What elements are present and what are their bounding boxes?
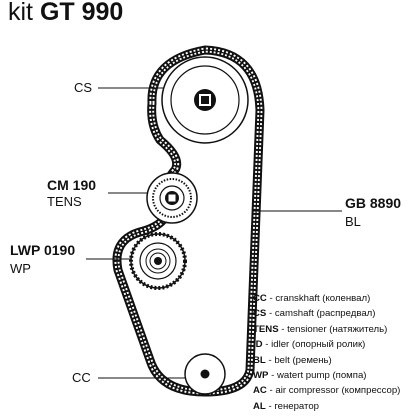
label-gb-sub: BL	[345, 214, 361, 229]
crankshaft-pulley	[184, 353, 226, 395]
legend-row: CS - camshaft (распредвал)	[253, 306, 400, 321]
camshaft-pulley	[161, 56, 249, 144]
label-lwp-sub: WP	[10, 261, 31, 276]
legend-key: WP	[253, 370, 269, 382]
legend-row: BL - belt (ремень)	[253, 353, 400, 368]
label-cm-code: CM 190	[47, 177, 97, 193]
legend-text: - idler (опорный ролик)	[262, 339, 366, 351]
legend-text: - camshaft (распредвал)	[266, 308, 376, 320]
legend-row: AL - генератор	[253, 399, 400, 414]
legend-row: CC - cranskhaft (коленвал)	[253, 291, 400, 306]
label-lwp-code: LWP 0190	[10, 242, 76, 258]
legend-text: - cranskhaft (коленвал)	[266, 293, 371, 304]
legend-key: CC	[253, 293, 267, 304]
leader-lines	[86, 87, 342, 379]
kit-model: GT 990	[39, 0, 124, 26]
legend-text: - watert pump (помпа)	[268, 370, 367, 382]
legend-row: ID - idler (опорный ролик)	[253, 337, 400, 352]
legend-key: BL	[253, 354, 266, 366]
kit-prefix: kit	[8, 0, 33, 26]
label-gb-code: GB 8890	[345, 195, 402, 211]
timing-belt	[112, 45, 265, 397]
legend-row: AC - air compressor (компрессор)	[253, 383, 400, 398]
legend-text: - air compressor (компрессор)	[266, 385, 401, 397]
legend-key: AL	[253, 400, 266, 412]
legend-row: WP - watert pump (помпа)	[253, 368, 400, 383]
kit-title: kit GT 990	[8, 0, 123, 27]
water-pump-pulley	[129, 232, 187, 290]
legend-key: ID	[253, 339, 263, 351]
legend-text: - tensioner (натяжитель)	[278, 323, 388, 335]
label-cm-sub: TENS	[47, 194, 82, 209]
label-cc: CC	[72, 370, 91, 385]
tensioner-pulley	[146, 172, 198, 224]
legend-key: TENS	[253, 323, 279, 335]
legend-row: TENS - tensioner (натяжитель)	[253, 322, 400, 337]
legend-text: - генератор	[265, 400, 319, 412]
legend: CC - cranskhaft (коленвал) CS - camshaft…	[253, 291, 400, 414]
label-cs: CS	[74, 80, 93, 95]
legend-key: CS	[253, 308, 267, 320]
legend-key: AC	[253, 385, 267, 397]
legend-text: - belt (ремень)	[265, 354, 332, 366]
